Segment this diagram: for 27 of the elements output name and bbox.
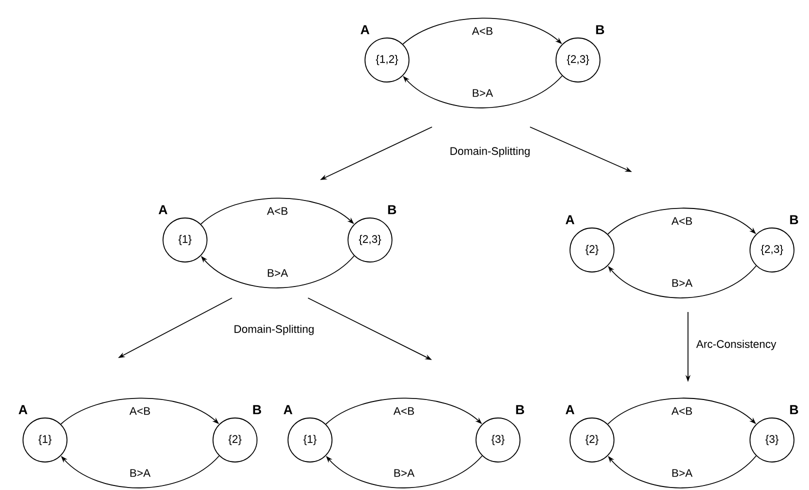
variable-label: B <box>790 405 798 414</box>
edge-label: B>A <box>670 468 694 478</box>
edge-label: B>A <box>266 268 290 278</box>
variable-label: B <box>253 405 262 414</box>
edge-label: B>A <box>670 278 694 288</box>
variable-label: B <box>388 205 396 214</box>
variable-label: A <box>566 405 574 414</box>
edge-label: A<B <box>128 406 152 416</box>
edge-label: A<B <box>470 26 494 36</box>
variable-label: A <box>566 215 574 224</box>
edge-label: A<B <box>670 216 694 226</box>
variable-label: B <box>790 215 798 224</box>
step-label: Arc-Consistency <box>696 340 776 350</box>
variable-label: A <box>284 405 292 414</box>
edge-label: B>A <box>128 468 152 478</box>
variable-label: B <box>596 25 604 34</box>
variable-label: B <box>516 405 524 414</box>
step-label: Domain-Splitting <box>234 324 314 336</box>
edge-label: A<B <box>266 206 290 216</box>
variable-label: A <box>360 25 370 34</box>
variable-label: A <box>158 205 168 214</box>
edge-label: A<B <box>392 406 416 416</box>
edge-label: B>A <box>470 88 494 98</box>
step-label: Domain-Splitting <box>450 146 530 158</box>
edge-label: A<B <box>670 406 694 416</box>
variable-label: A <box>18 405 28 414</box>
edge-label: B>A <box>392 468 416 478</box>
